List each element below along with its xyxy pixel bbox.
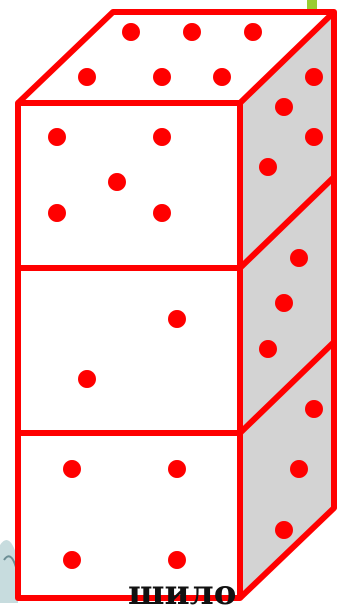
- pip: [275, 294, 293, 312]
- pip: [63, 460, 81, 478]
- pip: [305, 68, 323, 86]
- front-face-top-die: [18, 103, 240, 268]
- pip: [78, 370, 96, 388]
- pip: [290, 460, 308, 478]
- pip: [244, 23, 262, 41]
- caption-text: шило: [128, 576, 236, 610]
- pip: [153, 128, 171, 146]
- pip: [305, 400, 323, 418]
- front-face-middle-die: [18, 268, 240, 433]
- pip: [48, 128, 66, 146]
- pip: [275, 98, 293, 116]
- pip: [48, 204, 66, 222]
- pip: [168, 460, 186, 478]
- pip: [183, 23, 201, 41]
- pip: [305, 128, 323, 146]
- pip: [122, 23, 140, 41]
- pip: [153, 204, 171, 222]
- pip: [168, 310, 186, 328]
- pip: [63, 551, 81, 569]
- pip: [259, 158, 277, 176]
- pip: [213, 68, 231, 86]
- pip: [153, 68, 171, 86]
- pip: [168, 551, 186, 569]
- pip: [275, 521, 293, 539]
- pip: [78, 68, 96, 86]
- pip: [290, 249, 308, 267]
- pip: [259, 340, 277, 358]
- pip: [108, 173, 126, 191]
